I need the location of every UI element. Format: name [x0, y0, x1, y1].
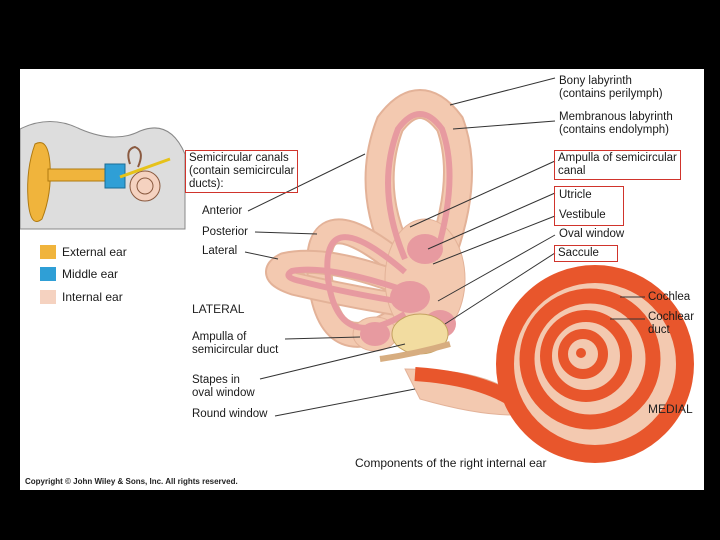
- label-lateral-canal: Lateral: [202, 245, 238, 257]
- label-medial: MEDIAL: [648, 402, 693, 416]
- legend-swatch-external-ear: [40, 245, 56, 259]
- legend-swatch-internal-ear: [40, 290, 56, 304]
- label-anterior: Anterior: [202, 205, 243, 217]
- label-oval-window: Oval window: [559, 228, 625, 240]
- legend-label: Internal ear: [62, 290, 123, 304]
- label-saccule: Saccule: [554, 245, 618, 262]
- label-semicircular-canals: Semicircular canals (contain semicircula…: [185, 150, 299, 193]
- legend-swatch-middle-ear: [40, 267, 56, 281]
- label-utricle: Utricle: [559, 189, 592, 201]
- ear-overview-inset: [20, 121, 186, 230]
- label-stapes: Stapes in oval window: [192, 374, 255, 399]
- label-bony-labyrinth: Bony labyrinth (contains perilymph): [559, 75, 663, 100]
- label-ampulla-semicircular-duct: Ampulla of semicircular duct: [192, 331, 279, 356]
- label-cochlear-duct: Cochlear duct: [648, 311, 695, 336]
- label-ampulla-semicircular-canal: Ampulla of semicircular canal: [554, 150, 681, 180]
- figure-caption: Components of the right internal ear: [355, 456, 547, 470]
- inner-ear-illustration: [20, 77, 694, 463]
- legend-label: Middle ear: [62, 267, 119, 281]
- legend-label: External ear: [62, 245, 127, 259]
- label-lateral-side: LATERAL: [192, 302, 245, 316]
- diagram-panel: Bony labyrinth (contains perilymph) Memb…: [20, 69, 704, 490]
- cochlea: [404, 265, 694, 463]
- label-membranous-labyrinth: Membranous labyrinth (contains endolymph…: [559, 111, 673, 136]
- label-cochlea: Cochlea: [648, 291, 691, 303]
- label-posterior: Posterior: [202, 226, 249, 238]
- label-round-window: Round window: [192, 408, 268, 420]
- membranous-labyrinth: [285, 111, 456, 362]
- label-utricle-box: [554, 186, 624, 226]
- copyright-notice: Copyright © John Wiley & Sons, Inc. All …: [25, 477, 238, 486]
- label-vestibule: Vestibule: [559, 209, 606, 221]
- leader-lines: [244, 77, 645, 417]
